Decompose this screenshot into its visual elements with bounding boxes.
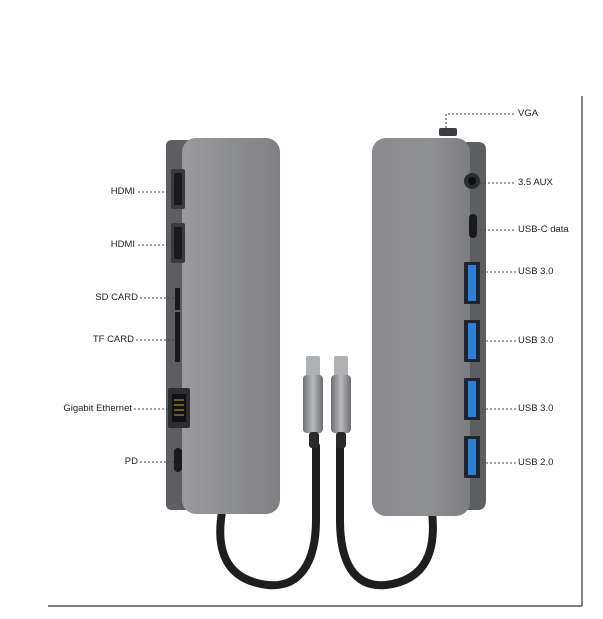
right-leader-lines [445,113,516,464]
usb-a-port-icon [464,378,480,420]
label-usb-3-0-3: USB 3.0 [518,403,554,414]
hdmi-port-icon [171,169,185,209]
label-hdmi-1: HDMI [110,186,135,197]
usb-a-port-icon [464,320,480,362]
label-usb-3-0-2: USB 3.0 [518,335,554,346]
left-cable [216,442,320,590]
left-leader-lines [134,191,176,463]
label-aux: 3.5 AUX [518,177,553,188]
right-cable [336,442,437,590]
label-hdmi-2: HDMI [110,239,135,250]
label-usb-c-data: USB-C data [518,224,569,235]
cables [216,442,437,590]
label-pd: PD [124,456,138,467]
audio-jack-icon [464,173,480,189]
label-usb-2-0: USB 2.0 [518,457,554,468]
usb-c-port-icon [469,214,477,238]
right-hub-face [372,138,470,516]
right-hub [372,128,486,516]
usb-c-port-icon [174,448,182,472]
left-hub-face [182,138,280,514]
label-vga: VGA [518,108,539,119]
tf-card-slot-icon [175,312,180,362]
usb-a-port-icon [464,262,480,304]
hdmi-port-icon [171,223,185,263]
ethernet-port-icon [168,388,190,428]
left-hub [166,138,280,514]
vga-port-icon [439,128,457,136]
right-usb-c-plug [331,356,351,448]
sd-card-slot-icon [175,288,180,310]
usb-a-port-icon [464,436,480,478]
label-usb-3-0-1: USB 3.0 [518,266,554,277]
left-usb-c-plug [303,356,323,448]
label-tf-card: TF CARD [92,334,134,345]
label-sd-card: SD CARD [95,292,138,303]
label-gigabit-ethernet: Gigabit Ethernet [63,403,132,414]
